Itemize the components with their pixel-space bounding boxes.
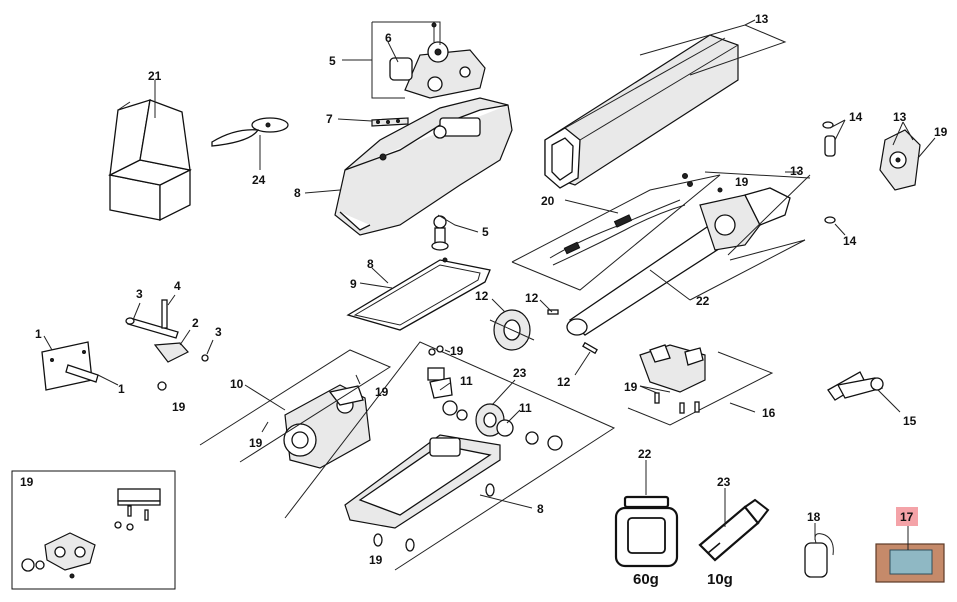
label-5a: 5 xyxy=(329,54,336,68)
main-cover-part xyxy=(334,97,513,251)
label-7: 7 xyxy=(326,112,333,126)
paste-weight: 10g xyxy=(707,571,733,588)
label-24: 24 xyxy=(252,173,266,187)
label-14b: 14 xyxy=(843,234,857,248)
label-22b: 22 xyxy=(638,447,652,461)
label-12a: 12 xyxy=(475,289,489,303)
label-8c: 8 xyxy=(537,502,544,516)
bushing-part xyxy=(822,121,836,224)
label-19b: 19 xyxy=(934,125,948,139)
label-3b: 3 xyxy=(215,325,222,339)
control-board-part xyxy=(875,543,945,583)
housing-tube-part xyxy=(544,34,739,189)
label-3a: 3 xyxy=(136,287,143,301)
wiring-harness-part xyxy=(549,173,693,266)
remote-key-part xyxy=(211,117,289,147)
label-1b: 1 xyxy=(118,382,125,396)
inset-box-19 xyxy=(11,470,176,590)
pinion-part xyxy=(489,309,598,355)
label-11b: 11 xyxy=(519,401,532,415)
end-bracket-part xyxy=(879,129,921,191)
label-19h: 19 xyxy=(624,380,638,394)
label-17: 17 xyxy=(900,510,914,524)
label-12c: 12 xyxy=(557,375,571,389)
seal-strip-part xyxy=(371,117,409,127)
label-8a: 8 xyxy=(294,186,301,200)
box-part xyxy=(108,99,192,222)
capacitor-part xyxy=(804,533,834,578)
label-8b: 8 xyxy=(367,257,374,271)
label-19e: 19 xyxy=(249,436,263,450)
label-19g: 19 xyxy=(369,553,383,567)
label-21: 21 xyxy=(148,69,162,83)
label-20: 20 xyxy=(541,194,555,208)
gear-set-part xyxy=(427,345,563,451)
label-23a: 23 xyxy=(513,366,527,380)
label-13b: 13 xyxy=(790,164,804,178)
label-10: 10 xyxy=(230,377,244,391)
label-13a: 13 xyxy=(755,12,769,26)
label-15: 15 xyxy=(903,414,917,428)
pin-set-part xyxy=(125,299,209,391)
label-6: 6 xyxy=(385,31,392,45)
label-5b: 5 xyxy=(482,225,489,239)
label-19i: 19 xyxy=(20,475,34,489)
label-18: 18 xyxy=(807,510,821,524)
motor-part xyxy=(283,384,371,469)
highlight-box xyxy=(896,507,918,526)
label-19c: 19 xyxy=(172,400,186,414)
label-12b: 12 xyxy=(525,291,539,305)
label-19a: 19 xyxy=(735,175,749,189)
label-2: 2 xyxy=(192,316,199,330)
rear-mount-part xyxy=(639,344,706,393)
paste-tube-icon xyxy=(698,498,770,562)
wall-bracket-part xyxy=(827,371,884,401)
board-plate xyxy=(889,549,933,575)
grease-jar-icon xyxy=(614,495,679,568)
wall-plate-part xyxy=(41,341,99,391)
base-housing-part xyxy=(344,434,501,552)
screw-actuator-part xyxy=(566,187,791,336)
gearbox-top-part xyxy=(389,22,486,99)
label-14a: 14 xyxy=(849,110,863,124)
label-19f: 19 xyxy=(450,344,464,358)
screws-group xyxy=(654,392,700,414)
label-19d: 19 xyxy=(375,385,389,399)
label-4: 4 xyxy=(174,279,181,293)
grease-weight: 60g xyxy=(633,571,659,588)
label-16: 16 xyxy=(762,406,776,420)
label-23b: 23 xyxy=(717,475,731,489)
label-11a: 11 xyxy=(460,374,473,388)
label-1a: 1 xyxy=(35,327,42,341)
label-22a: 22 xyxy=(696,294,710,308)
label-13c: 13 xyxy=(893,110,907,124)
gasket-part xyxy=(346,257,491,331)
label-9: 9 xyxy=(350,277,357,291)
